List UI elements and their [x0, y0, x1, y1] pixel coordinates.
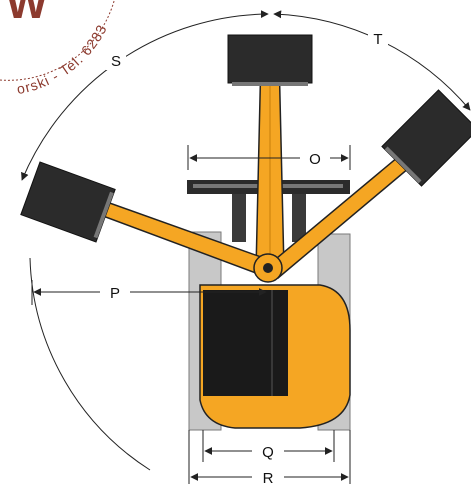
- swing-left-label: S: [111, 53, 121, 70]
- swing-left-label-bg: [106, 50, 126, 70]
- dim-r-label: R: [263, 470, 274, 487]
- dim-q-label: Q: [262, 444, 274, 461]
- swing-right-label-bg: [368, 28, 388, 48]
- swing-right-label: T: [373, 31, 382, 48]
- swing-pin: [263, 263, 273, 273]
- bucket-right: [381, 89, 471, 187]
- bucket-left: [20, 161, 116, 243]
- dimension-lines: O P Q R: [31, 145, 351, 487]
- watermark-stamp: W orski - Tel. 6283: [0, 0, 115, 97]
- booms: [50, 54, 430, 283]
- cab: [203, 290, 288, 396]
- dim-o-label: O: [309, 151, 321, 168]
- blade-cylinder-left: [232, 194, 246, 242]
- blade-cylinder-right: [292, 194, 306, 242]
- swing-lower-arc: [29, 257, 151, 471]
- swing-arcs: S T: [21, 10, 471, 471]
- bucket-center-edge: [232, 82, 308, 86]
- buckets: [20, 34, 471, 243]
- bucket-center: [227, 34, 313, 84]
- stamp-logo: W: [6, 0, 48, 28]
- upper-structure: [199, 284, 351, 429]
- dim-p-label: P: [110, 285, 120, 302]
- stamp-text: orski - Tel. 6283: [15, 21, 110, 97]
